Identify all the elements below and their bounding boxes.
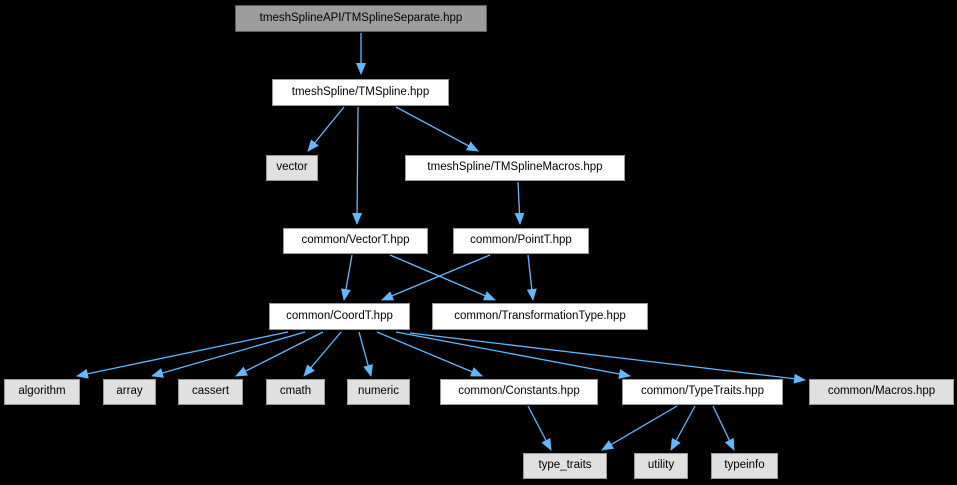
node-label: tmeshSpline/TMSplineMacros.hpp <box>427 161 603 174</box>
node-common-macros-hpp[interactable]: common/Macros.hpp <box>809 379 954 405</box>
node-algorithm[interactable]: algorithm <box>4 379 80 405</box>
node-common-constants-hpp[interactable]: common/Constants.hpp <box>440 379 598 405</box>
edge-coordt-numeric <box>358 331 373 377</box>
edge-coordt-array <box>151 331 306 378</box>
edge-tmsplinemacros-pointt <box>514 181 525 225</box>
node-label: common/TypeTraits.hpp <box>641 385 764 398</box>
edge-coordt-typetraits <box>395 331 631 379</box>
edge-typetraits-utility <box>670 405 696 451</box>
node-label: common/VectorT.hpp <box>301 234 410 247</box>
edge-tmspline-vector <box>307 106 345 152</box>
node-label: common/Macros.hpp <box>827 385 936 398</box>
node-label: cassert <box>191 385 230 398</box>
node-numeric[interactable]: numeric <box>347 379 410 405</box>
node-type_traits[interactable]: type_traits <box>523 453 607 479</box>
edge-tmspline-tmsplinemacros <box>395 106 479 152</box>
node-label: common/PointT.hpp <box>470 234 572 247</box>
edge-constants-type_traits <box>527 405 552 451</box>
node-typeinfo[interactable]: typeinfo <box>711 453 778 479</box>
node-label: tmeshSpline/TMSpline.hpp <box>291 85 430 98</box>
node-utility[interactable]: utility <box>634 453 688 479</box>
node-common-coordt-hpp[interactable]: common/CoordT.hpp <box>269 303 410 330</box>
node-label: tmeshSplineAPI/TMSplineSeparate.hpp <box>259 11 463 24</box>
node-label: common/CoordT.hpp <box>286 309 393 322</box>
edge-tmspline-vectort <box>352 106 363 225</box>
edge-typetraits-typeinfo <box>712 405 735 451</box>
node-label: type_traits <box>538 459 592 472</box>
node-vector[interactable]: vector <box>266 155 318 181</box>
node-label: common/Constants.hpp <box>458 385 580 398</box>
edge-coordt-macros <box>409 332 806 384</box>
node-array[interactable]: array <box>103 379 156 405</box>
node-label: common/TransformationType.hpp <box>454 309 626 322</box>
node-label: typeinfo <box>724 459 765 472</box>
edge-typetraits-type_traits <box>601 405 678 451</box>
node-tmeshsplineapi-tmsplineseparate-hpp[interactable]: tmeshSplineAPI/TMSplineSeparate.hpp <box>235 5 487 32</box>
node-common-transformationtype-hpp[interactable]: common/TransformationType.hpp <box>432 303 648 330</box>
edge-coordt-cassert <box>235 331 324 377</box>
node-label: array <box>116 385 143 398</box>
node-cassert[interactable]: cassert <box>178 379 243 405</box>
node-common-vectort-hpp[interactable]: common/VectorT.hpp <box>283 228 428 254</box>
edge-vectort-transformationtype <box>389 254 496 301</box>
node-label: algorithm <box>18 385 66 398</box>
node-common-typetraits-hpp[interactable]: common/TypeTraits.hpp <box>622 379 783 405</box>
edge-coordt-cmath <box>303 331 342 377</box>
node-label: cmath <box>279 385 312 398</box>
node-label: numeric <box>358 385 399 398</box>
edge-coordt-constants <box>376 331 483 377</box>
node-cmath[interactable]: cmath <box>266 379 325 405</box>
node-label: vector <box>276 161 308 174</box>
edge-pointt-transformationtype <box>526 254 537 301</box>
node-tmeshspline-tmspline-hpp[interactable]: tmeshSpline/TMSpline.hpp <box>272 79 449 106</box>
node-tmeshspline-tmsplinemacros-hpp[interactable]: tmeshSpline/TMSplineMacros.hpp <box>405 155 625 181</box>
node-common-pointt-hpp[interactable]: common/PointT.hpp <box>453 228 589 254</box>
node-label: utility <box>647 459 675 472</box>
edge-pointt-coordt <box>381 254 491 301</box>
edge-vectort-coordt <box>341 254 353 301</box>
edge-coordt-algorithm <box>76 331 289 379</box>
